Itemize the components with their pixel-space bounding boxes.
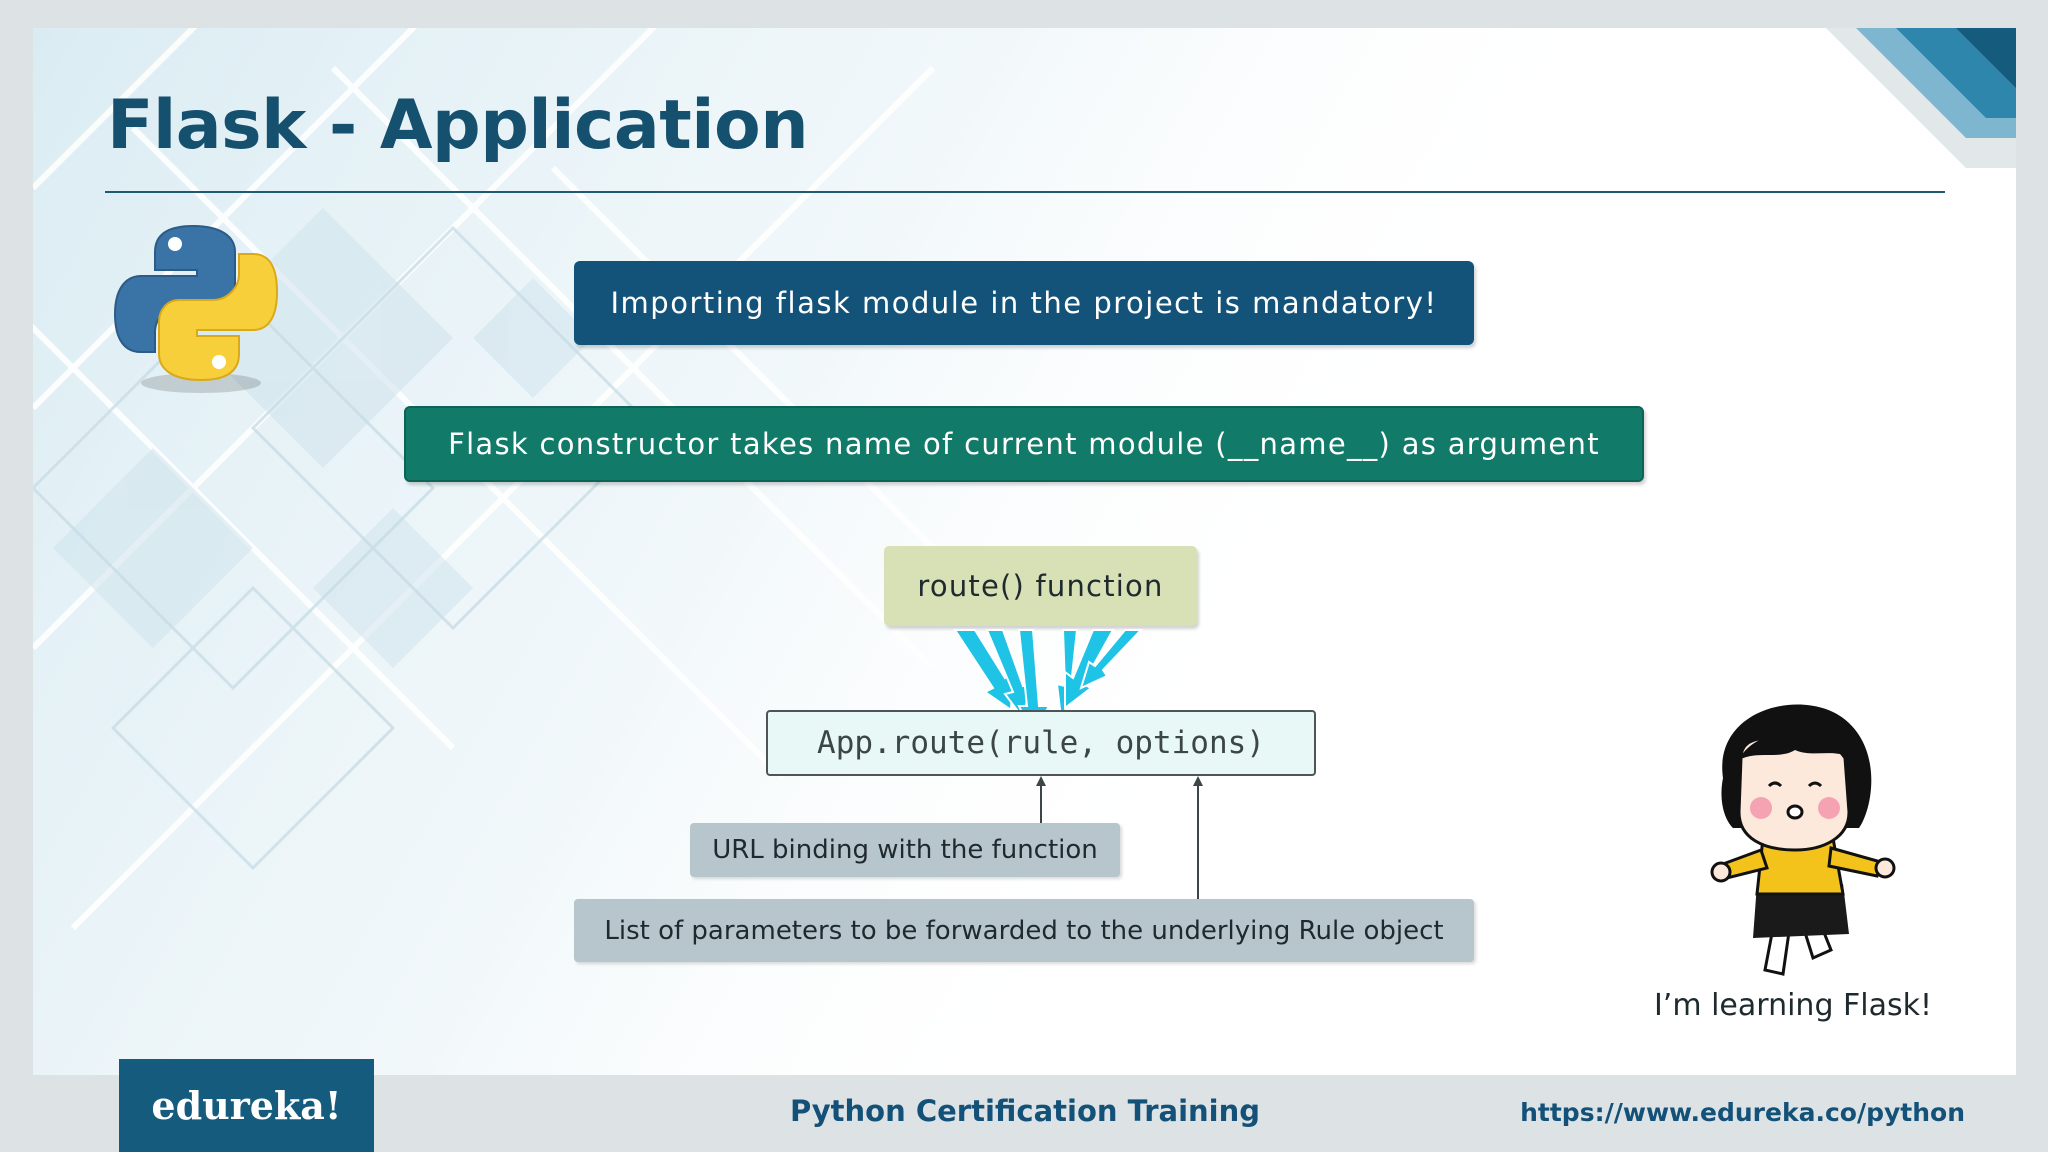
- options-connector-arrow: [1193, 776, 1203, 900]
- slide: Flask - Application Importing flask modu…: [33, 28, 2016, 1075]
- brand-logo: edureka!: [119, 1059, 374, 1152]
- rule-note-box: URL binding with the function: [690, 823, 1120, 877]
- course-url[interactable]: https://www.edureka.co/python: [1520, 1098, 1965, 1127]
- options-note-box: List of parameters to be forwarded to th…: [574, 899, 1474, 962]
- arrow-down-icon: [953, 629, 1143, 739]
- route-function-box: route() function: [884, 546, 1197, 626]
- rule-connector-arrow: [1036, 776, 1046, 824]
- constructor-note-box: Flask constructor takes name of current …: [404, 406, 1644, 482]
- python-logo-icon: [113, 224, 279, 393]
- title-divider: [105, 191, 1945, 193]
- character-caption: I’m learning Flask!: [1653, 988, 1933, 1023]
- corner-accent: [1826, 28, 2016, 168]
- course-title: Python Certification Training: [789, 1094, 1261, 1128]
- cartoon-girl-icon: [1710, 704, 1896, 976]
- import-note-box: Importing flask module in the project is…: [574, 261, 1474, 345]
- route-signature-box: App.route(rule, options): [766, 710, 1316, 776]
- page-title: Flask - Application: [107, 86, 809, 165]
